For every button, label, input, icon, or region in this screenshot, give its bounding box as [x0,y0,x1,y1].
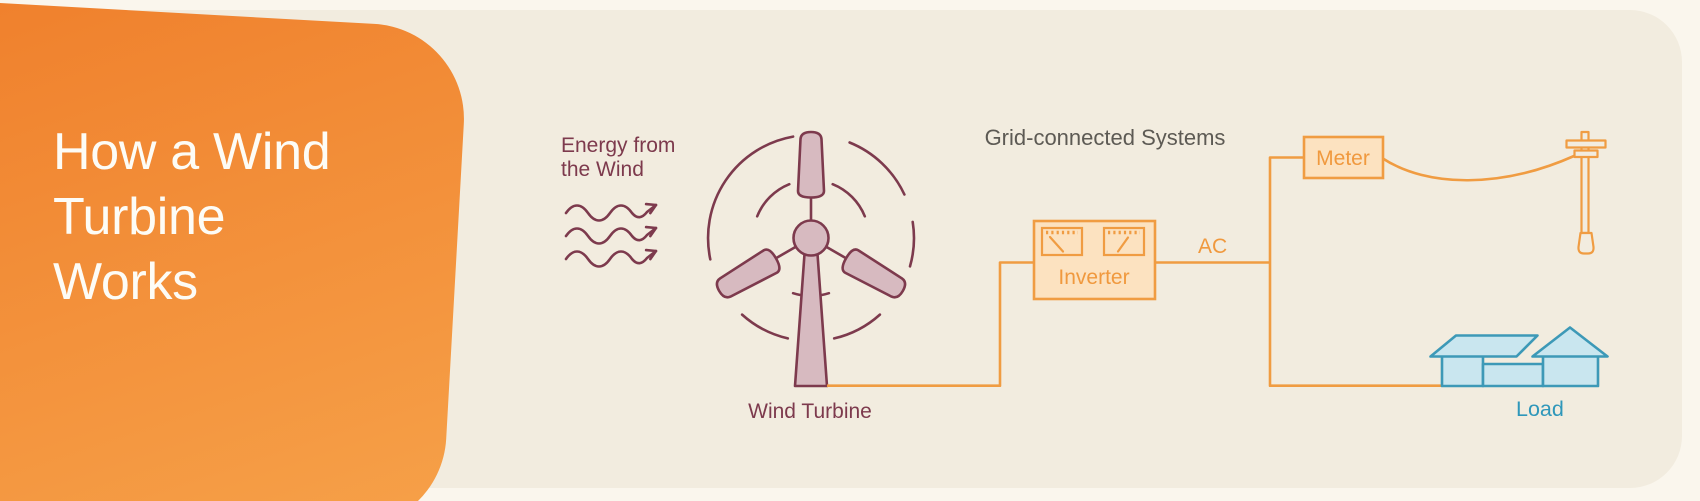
wind-arrow [564,248,658,268]
page-title: How a Wind Turbine Works [53,120,331,315]
meter-dial-icon [1040,226,1084,257]
meter-box [1302,135,1385,180]
turbine-hub [792,219,830,257]
meter-dial-icon [1102,226,1146,257]
turbine-blade [715,244,799,299]
grid-systems-heading: Grid-connected Systems [984,125,1226,150]
wind-energy-label: Energy from the Wind [561,134,676,181]
ac-label: AC [1198,235,1228,258]
turbine-blade [796,130,826,224]
turbine-rotor [715,130,907,299]
page-title-line: How a Wind [53,123,331,181]
turbine-to-inverter-wire [827,261,1034,387]
wind-arrows-icon [564,202,658,268]
load-label: Load [1516,397,1564,421]
wind-arrow [564,225,658,245]
meter-label: Meter [1316,147,1370,170]
wind-turbine-label: Wind Turbine [748,400,872,423]
grid-wire [1381,154,1575,182]
utility-pole-icon [1565,130,1607,255]
page-title-line: Turbine [53,188,226,246]
turbine-blade [823,244,907,299]
wind-arrow [564,202,658,222]
circuit-connectors [827,154,1575,387]
house-icon [1429,326,1609,388]
page-title-line: Works [53,253,198,311]
inverter-label: Inverter [1058,266,1130,289]
wind-turbine-icon [706,130,916,388]
turbine-rotation-arcs [706,135,916,340]
junction-wire [1268,156,1442,387]
inverter-box [1032,219,1157,301]
title-panel-blob [0,0,464,501]
